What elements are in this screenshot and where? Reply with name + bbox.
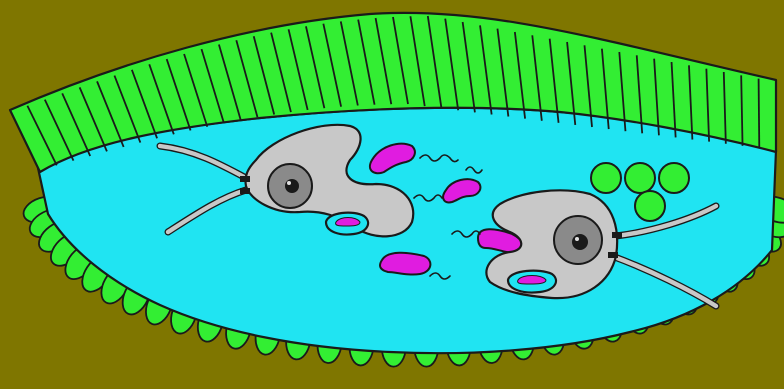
round-cell-icon [625,163,655,193]
ingested-bacterium [336,218,360,227]
round-cell-icon [591,163,621,193]
basal-body [612,232,622,238]
columnar-cell-boundary [759,79,760,148]
round-cell-icon [659,163,689,193]
rod-bacterium-icon [380,253,430,275]
nucleolus [285,179,299,193]
round-cell-icon [635,191,665,221]
nucleolus [572,234,588,250]
basal-body [608,252,618,258]
ingested-bacterium [518,276,546,285]
basal-body [240,188,250,194]
nucleolus-highlight [575,237,579,241]
nucleolus-highlight [287,181,291,185]
basal-body [240,176,250,182]
